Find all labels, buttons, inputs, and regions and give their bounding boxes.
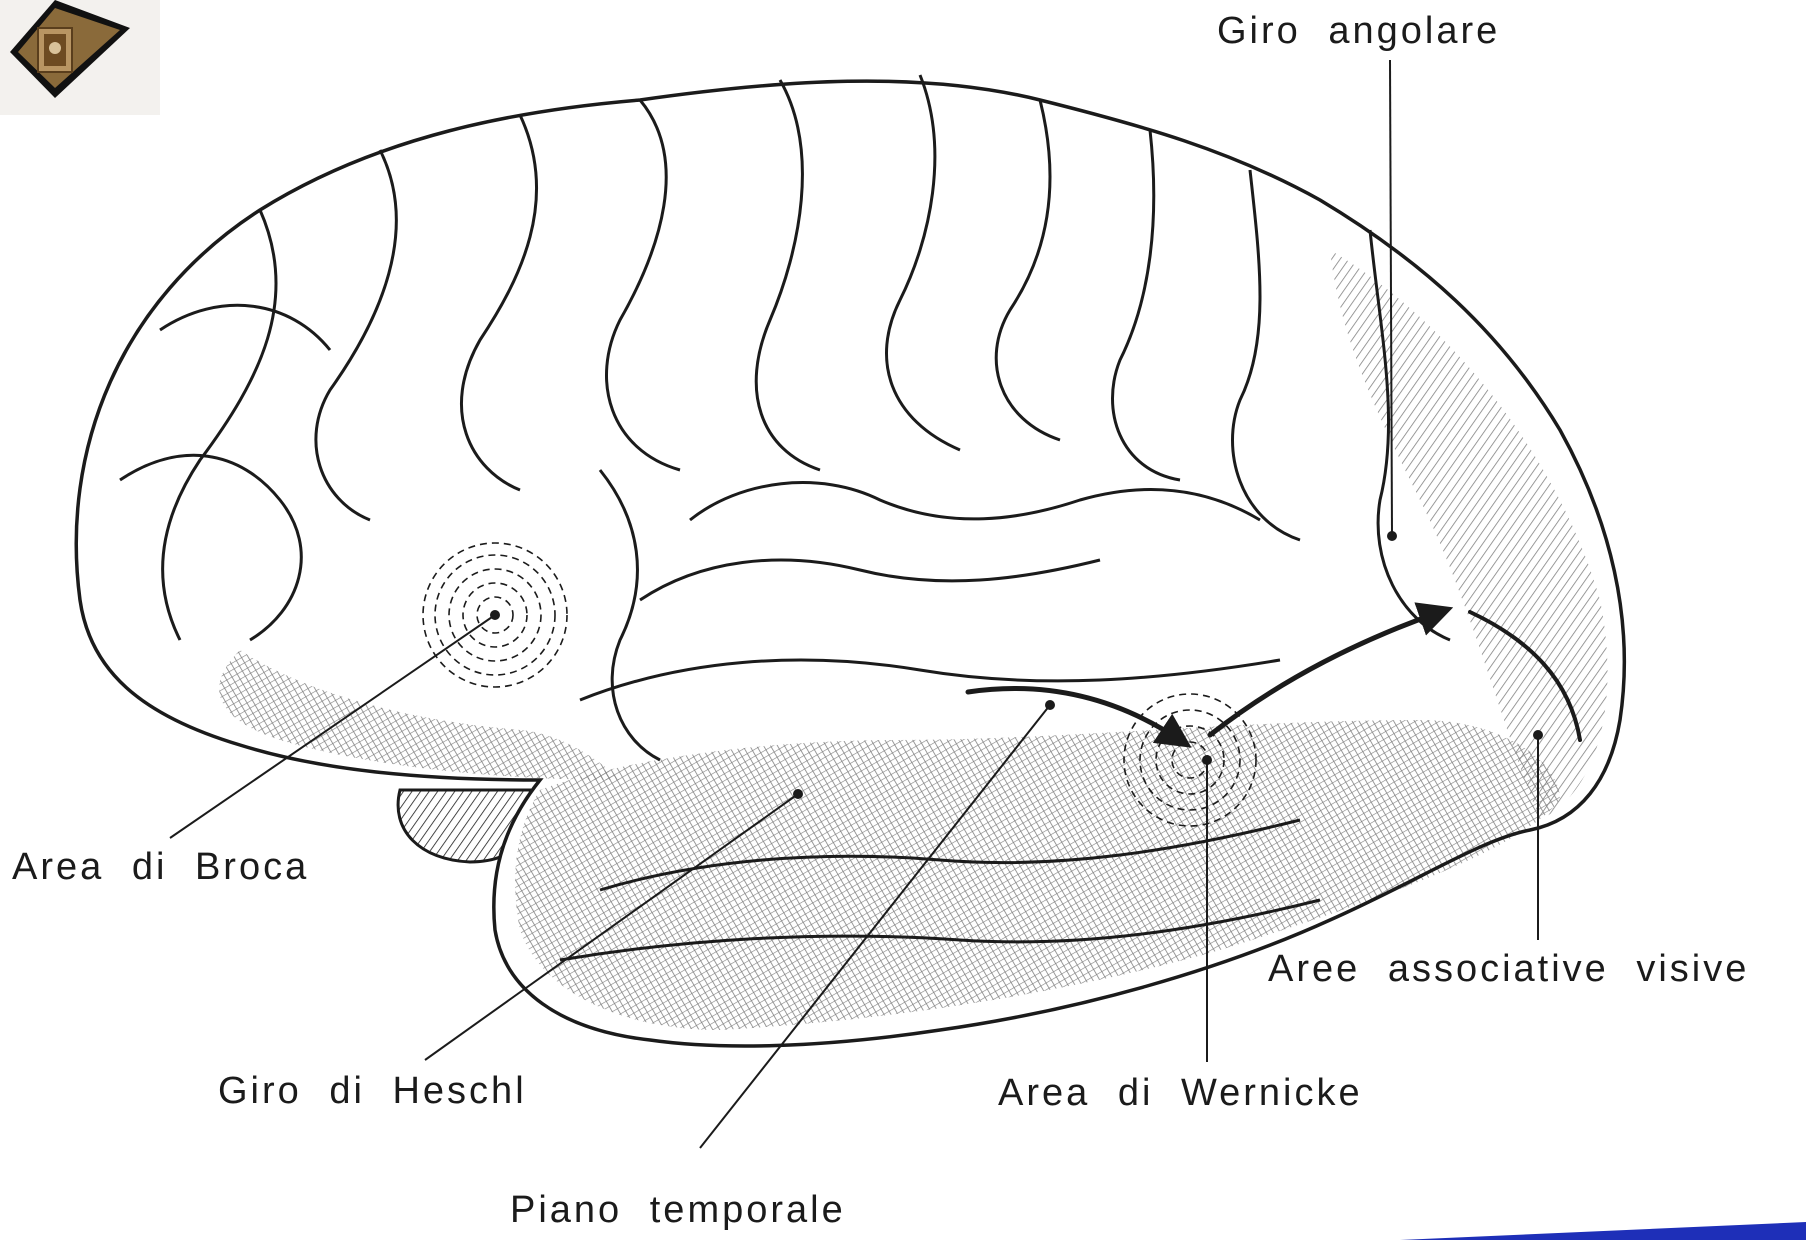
dot-area-wernicke (1202, 755, 1212, 765)
label-giro-heschl: Giro di Heschl (218, 1070, 527, 1112)
label-area-wernicke: Area di Wernicke (998, 1072, 1363, 1114)
dot-giro-heschl (793, 789, 803, 799)
label-aree-associative-visive: Aree associative visive (1268, 948, 1749, 990)
label-giro-angolare: Giro angolare (1217, 10, 1500, 52)
dot-piano-temporale (1045, 700, 1055, 710)
dot-area-broca (490, 610, 500, 620)
dot-giro-angolare (1387, 531, 1397, 541)
fresco-emblem-icon (0, 0, 160, 115)
accent-bar (1400, 1222, 1806, 1240)
label-area-broca: Area di Broca (12, 846, 309, 888)
label-piano-temporale: Piano temporale (510, 1189, 846, 1231)
dot-aree-visive (1533, 730, 1543, 740)
